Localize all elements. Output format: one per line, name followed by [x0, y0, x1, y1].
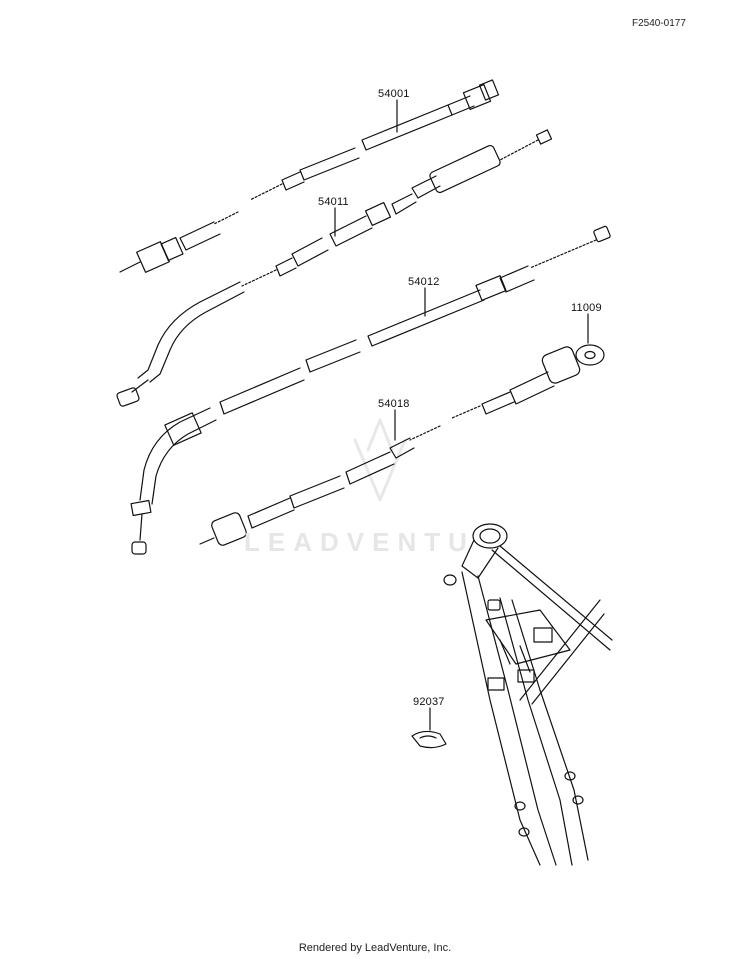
footer-credit: Rendered by LeadVenture, Inc. [298, 942, 452, 954]
cable-54001[interactable] [119, 79, 500, 273]
callout-92037[interactable]: 92037 [413, 696, 445, 708]
watermark-text: LEADVENTU [244, 527, 475, 557]
callout-54011[interactable]: 54011 [318, 196, 349, 208]
cable-54018[interactable] [199, 345, 581, 547]
callout-54012[interactable]: 54012 [408, 276, 440, 288]
frame-section [443, 523, 613, 866]
cable-54011[interactable] [116, 129, 553, 407]
callout-11009[interactable]: 11009 [571, 302, 602, 314]
callout-54001[interactable]: 54001 [378, 88, 410, 100]
callout-54018[interactable]: 54018 [378, 398, 410, 410]
watermark-logo-icon [353, 418, 407, 502]
clamp-92037[interactable] [411, 707, 447, 749]
cable-54012[interactable] [130, 225, 611, 555]
figure-code: F2540-0177 [632, 18, 686, 29]
washer-11009[interactable] [575, 313, 605, 366]
